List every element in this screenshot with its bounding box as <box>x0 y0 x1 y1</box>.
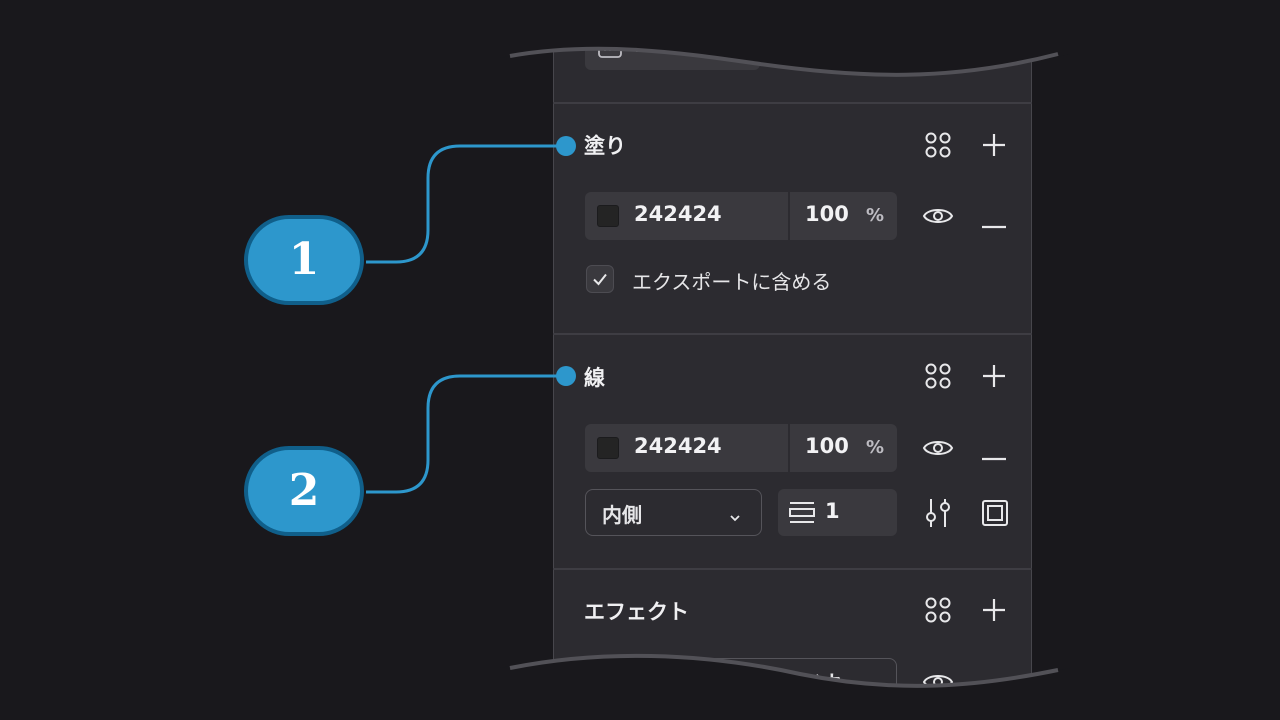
stroke-opacity-value[interactable]: 100 <box>805 434 849 458</box>
stroke-position-value: 内側 <box>602 503 642 527</box>
remove-fill-icon[interactable] <box>981 214 1007 233</box>
effect-type-value: ドウ <box>802 671 842 695</box>
stroke-frame-icon[interactable] <box>981 499 1009 531</box>
opacity-grid-icon <box>598 36 622 62</box>
fill-section-title: 塗り <box>584 134 626 158</box>
stroke-position-select[interactable] <box>585 489 762 536</box>
chevron-down-icon <box>729 507 741 526</box>
style-grid-icon[interactable] <box>924 131 952 163</box>
add-effect-icon[interactable] <box>981 597 1007 627</box>
stroke-section-title: 線 <box>584 366 605 390</box>
fill-color-swatch[interactable] <box>597 205 619 227</box>
callout-badge-1: 1 <box>244 215 364 305</box>
stroke-settings-sliders-icon[interactable] <box>924 497 952 533</box>
section-divider <box>553 333 1032 335</box>
stroke-color-field[interactable] <box>585 424 897 472</box>
eye-icon[interactable] <box>922 670 954 698</box>
inspector-panel <box>553 0 1032 720</box>
export-label[interactable]: エクスポートに含める <box>632 270 832 294</box>
layer-opacity-value: 100% <box>634 33 699 57</box>
field-divider <box>788 192 790 240</box>
stroke-weight-value: 1 <box>825 499 840 523</box>
style-grid-icon[interactable] <box>924 596 952 628</box>
remove-stroke-icon[interactable] <box>981 446 1007 465</box>
fill-hex-value[interactable]: 242424 <box>634 202 722 226</box>
fill-opacity-value[interactable]: 100 <box>805 202 849 226</box>
add-stroke-icon[interactable] <box>981 363 1007 393</box>
section-divider <box>553 568 1032 570</box>
eye-icon[interactable] <box>922 436 954 464</box>
fill-percent-sign: % <box>866 205 885 226</box>
stroke-weight-field[interactable] <box>778 489 897 536</box>
callout-badge-2: 2 <box>244 446 364 536</box>
checkmark-icon <box>593 273 607 286</box>
add-fill-icon[interactable] <box>981 132 1007 162</box>
section-divider <box>553 102 1032 104</box>
effect-section-title: エフェクト <box>584 600 689 624</box>
effect-type-select[interactable] <box>585 658 897 705</box>
fill-color-field[interactable] <box>585 192 897 240</box>
chevron-down-icon <box>866 677 878 696</box>
stroke-color-swatch[interactable] <box>597 437 619 459</box>
field-divider <box>788 424 790 472</box>
stroke-percent-sign: % <box>866 437 885 458</box>
export-checkbox[interactable] <box>586 265 614 293</box>
eye-icon[interactable] <box>922 204 954 232</box>
style-grid-icon[interactable] <box>924 362 952 394</box>
stroke-weight-icon <box>789 500 815 530</box>
stroke-hex-value[interactable]: 242424 <box>634 434 722 458</box>
